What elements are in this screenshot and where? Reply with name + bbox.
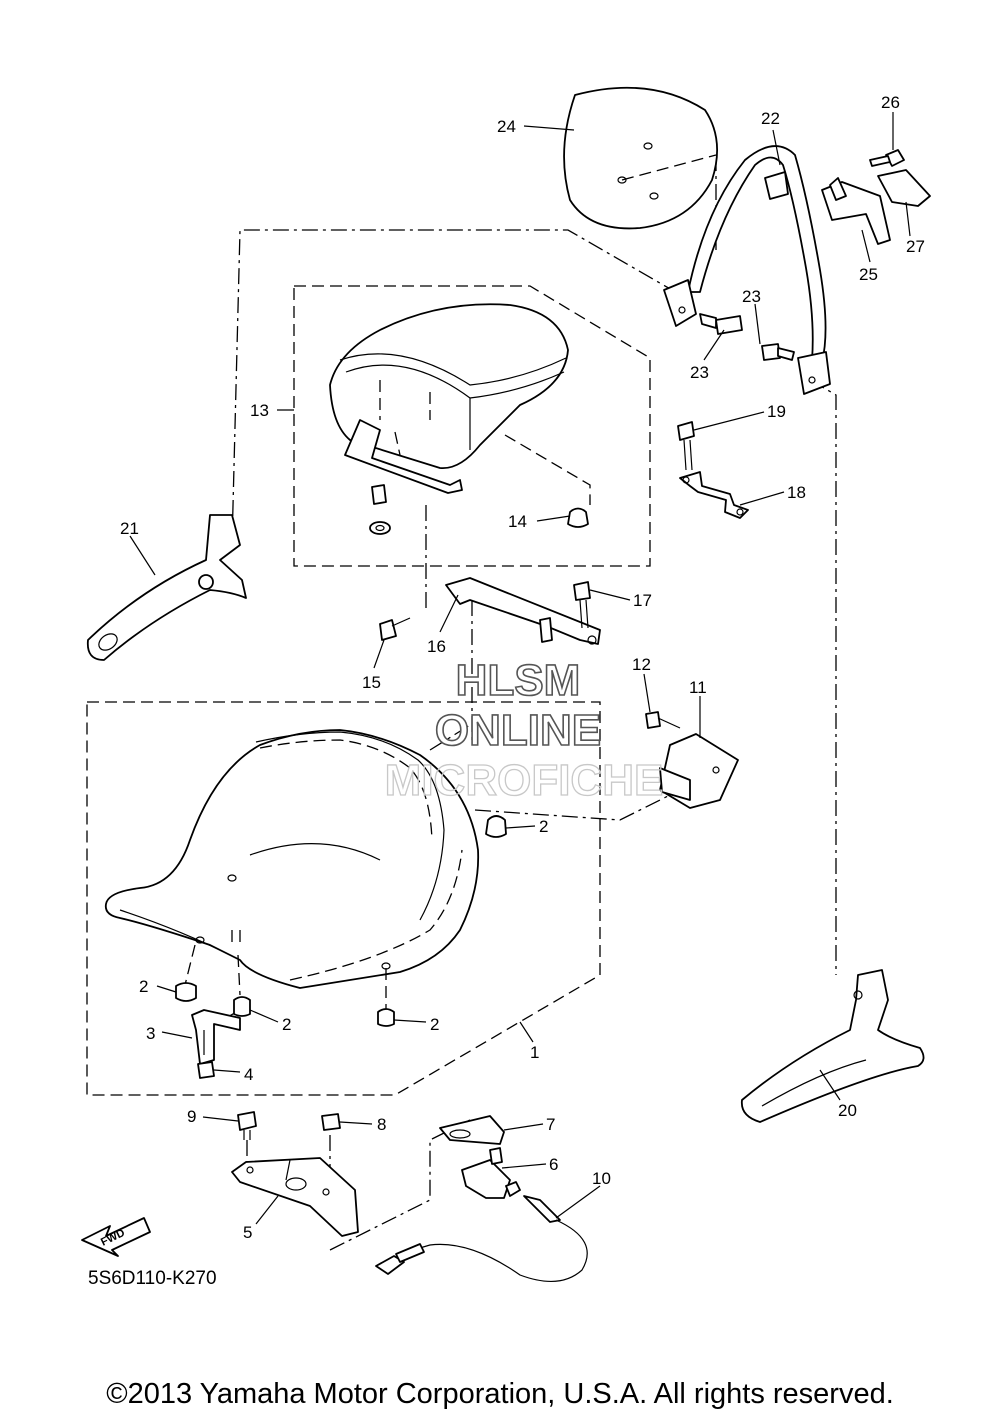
forward-arrow: FWD	[81, 1217, 151, 1257]
callout-19: 19	[767, 402, 786, 421]
callout-14: 14	[508, 512, 527, 531]
nut-13	[369, 484, 391, 535]
seat-lock-cable	[375, 1195, 588, 1283]
assembly-line-seat-to-11	[474, 789, 681, 821]
damper-2-middle	[233, 996, 251, 1017]
callout-2-right: 2	[539, 817, 548, 836]
right-grab-rail	[740, 969, 925, 1123]
damper-2-left	[175, 982, 197, 1002]
callout-16: 16	[427, 637, 446, 656]
callout-23-upper: 23	[742, 287, 761, 306]
bolt-17	[573, 581, 591, 629]
callout-7: 7	[546, 1115, 555, 1134]
callout-25: 25	[859, 265, 878, 284]
damper-2-lower	[377, 1008, 395, 1027]
callout-13: 13	[250, 401, 269, 420]
backrest-pad	[563, 86, 718, 230]
callout-10: 10	[592, 1169, 611, 1188]
callout-labels: 24 22 26 27 25 23 23 19 18 13 14 21 17 1…	[120, 93, 925, 1242]
callout-4: 4	[244, 1065, 253, 1084]
assembly-line-11-to-seat	[429, 724, 471, 751]
leader-lines	[129, 112, 911, 1225]
callout-12: 12	[632, 655, 651, 674]
callout-24: 24	[497, 117, 516, 136]
bolt-19	[677, 421, 695, 471]
assembly-line-21-to-22	[231, 229, 673, 546]
rider-seat-group-boundary	[86, 701, 601, 1096]
bolt-9	[237, 1111, 257, 1140]
callout-11: 11	[689, 678, 707, 697]
passenger-seat-group-boundary	[293, 285, 651, 567]
assembly-line-22-to-20	[809, 379, 837, 975]
rider-seat	[104, 729, 480, 1010]
callout-2-middle: 2	[282, 1015, 291, 1034]
callout-15: 15	[362, 673, 381, 692]
plate-18	[679, 471, 749, 519]
callout-18: 18	[787, 483, 806, 502]
callout-2-lower: 2	[430, 1015, 439, 1034]
seat-hook	[439, 1115, 505, 1145]
damper-2-right	[485, 815, 507, 838]
watermark-line-1: HLSM	[456, 656, 581, 705]
callout-20: 20	[838, 1101, 857, 1120]
callout-9: 9	[187, 1107, 196, 1126]
bracket-cover	[877, 169, 931, 207]
bracket-11	[659, 733, 739, 809]
passenger-seat	[329, 303, 569, 494]
damper-14	[504, 434, 591, 528]
callout-22: 22	[761, 109, 780, 128]
backrest-bar	[663, 145, 831, 395]
watermark: HLSM ONLINE MICROFICHE	[384, 655, 664, 805]
nut-8	[321, 1113, 341, 1131]
callout-6: 6	[549, 1155, 558, 1174]
watermark-line-2: ONLINE	[435, 706, 601, 755]
left-grab-rail	[86, 514, 247, 661]
bolt-12	[645, 711, 681, 729]
nut-4	[197, 1061, 215, 1079]
seat-lock	[461, 1147, 521, 1199]
bolt-23-right	[761, 343, 795, 361]
callout-1: 1	[530, 1043, 539, 1062]
callout-23-lower: 23	[690, 363, 709, 382]
watermark-line-3: MICROFICHE	[385, 756, 664, 805]
callout-17: 17	[633, 591, 652, 610]
callout-5: 5	[243, 1223, 252, 1242]
bolt-26	[869, 149, 905, 167]
callout-21: 21	[120, 519, 139, 538]
bolt-15	[379, 617, 411, 641]
bolt-23-left	[699, 313, 743, 335]
callout-2-left: 2	[139, 977, 148, 996]
seat-bracket	[445, 577, 601, 645]
callout-26: 26	[881, 93, 900, 112]
bracket-3	[191, 1009, 241, 1065]
diagram-reference-code: 5S6D110-K270	[88, 1268, 217, 1289]
callout-3: 3	[146, 1024, 155, 1043]
callout-8: 8	[377, 1115, 386, 1134]
copyright-notice: ©2013 Yamaha Motor Corporation, U.S.A. A…	[106, 1378, 894, 1410]
seat-lock-plate	[231, 1157, 359, 1237]
backrest-bracket	[821, 177, 891, 245]
callout-27: 27	[906, 237, 925, 256]
